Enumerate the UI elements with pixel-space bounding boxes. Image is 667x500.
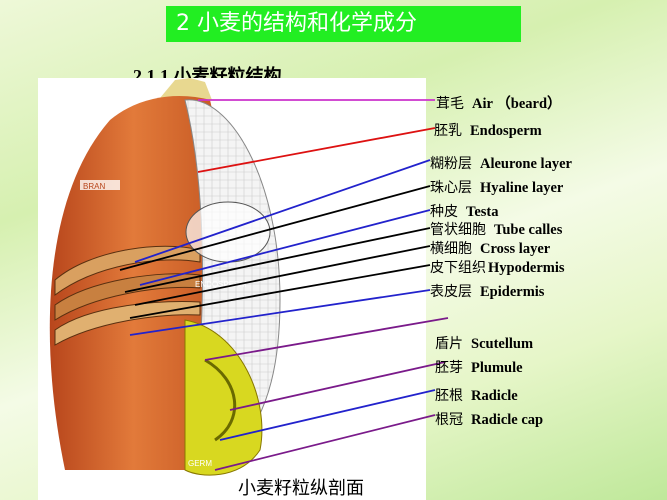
label-cn: 根冠 bbox=[435, 412, 463, 428]
label-cn: 管状细胞 bbox=[430, 222, 486, 238]
label-cn: 种皮 bbox=[430, 204, 458, 220]
beard bbox=[160, 78, 212, 100]
label-cn: 盾片 bbox=[435, 336, 463, 352]
label-cn: 茸毛 bbox=[436, 96, 464, 112]
label-en: Endosperm bbox=[470, 123, 542, 139]
label-cn: 胚乳 bbox=[434, 123, 462, 139]
germ-region bbox=[184, 319, 263, 476]
label-en: Epidermis bbox=[480, 284, 545, 300]
label-cross: 横细胞 Cross layer bbox=[430, 238, 550, 258]
label-testa: 种皮 Testa bbox=[430, 201, 499, 221]
label-en: Radicle bbox=[471, 388, 518, 404]
endosperm-label: ENDOSPERM bbox=[195, 280, 247, 289]
label-plumule: 胚芽 Plumule bbox=[435, 357, 523, 377]
label-en: Testa bbox=[466, 204, 499, 220]
label-en: Hypodermis bbox=[488, 260, 565, 276]
label-cn: 胚根 bbox=[435, 388, 463, 404]
label-cn: 表皮层 bbox=[430, 284, 472, 300]
label-radicle: 胚根 Radicle bbox=[435, 385, 518, 405]
label-en: Aleurone layer bbox=[480, 156, 572, 172]
label-cn: 糊粉层 bbox=[430, 156, 472, 172]
label-en: Scutellum bbox=[471, 336, 534, 352]
figure-caption: 小麦籽粒纵剖面 bbox=[236, 474, 366, 500]
label-cn: 皮下组织 bbox=[430, 260, 486, 276]
label-aleurone: 糊粉层 Aleurone layer bbox=[430, 153, 572, 173]
label-epidermis: 表皮层 Epidermis bbox=[430, 281, 544, 301]
label-en: Plumule bbox=[471, 360, 523, 376]
label-en: Tube calles bbox=[494, 222, 563, 238]
label-tube: 管状细胞 Tube calles bbox=[430, 219, 562, 239]
label-cn: 珠心层 bbox=[430, 180, 472, 196]
label-en: Air （beard） bbox=[472, 96, 562, 112]
slide-title: 2 小麦的结构和化学成分 bbox=[166, 6, 521, 42]
label-en: Hyaline layer bbox=[480, 180, 564, 196]
label-beard: 茸毛 Air （beard） bbox=[436, 92, 562, 113]
label-endosperm: 胚乳 Endosperm bbox=[434, 120, 542, 140]
label-en: Cross layer bbox=[480, 241, 551, 257]
label-scutellum: 盾片 Scutellum bbox=[435, 333, 533, 353]
label-cn: 胚芽 bbox=[435, 360, 463, 376]
label-hyaline: 珠心层 Hyaline layer bbox=[430, 177, 563, 197]
germ-label: GERM bbox=[188, 459, 212, 468]
bran-label: BRAN bbox=[83, 182, 105, 191]
label-en: Radicle cap bbox=[471, 412, 544, 428]
label-radicle-cap: 根冠 Radicle cap bbox=[435, 409, 543, 429]
leader-lines bbox=[119, 99, 449, 471]
label-cn: 横细胞 bbox=[430, 241, 472, 257]
